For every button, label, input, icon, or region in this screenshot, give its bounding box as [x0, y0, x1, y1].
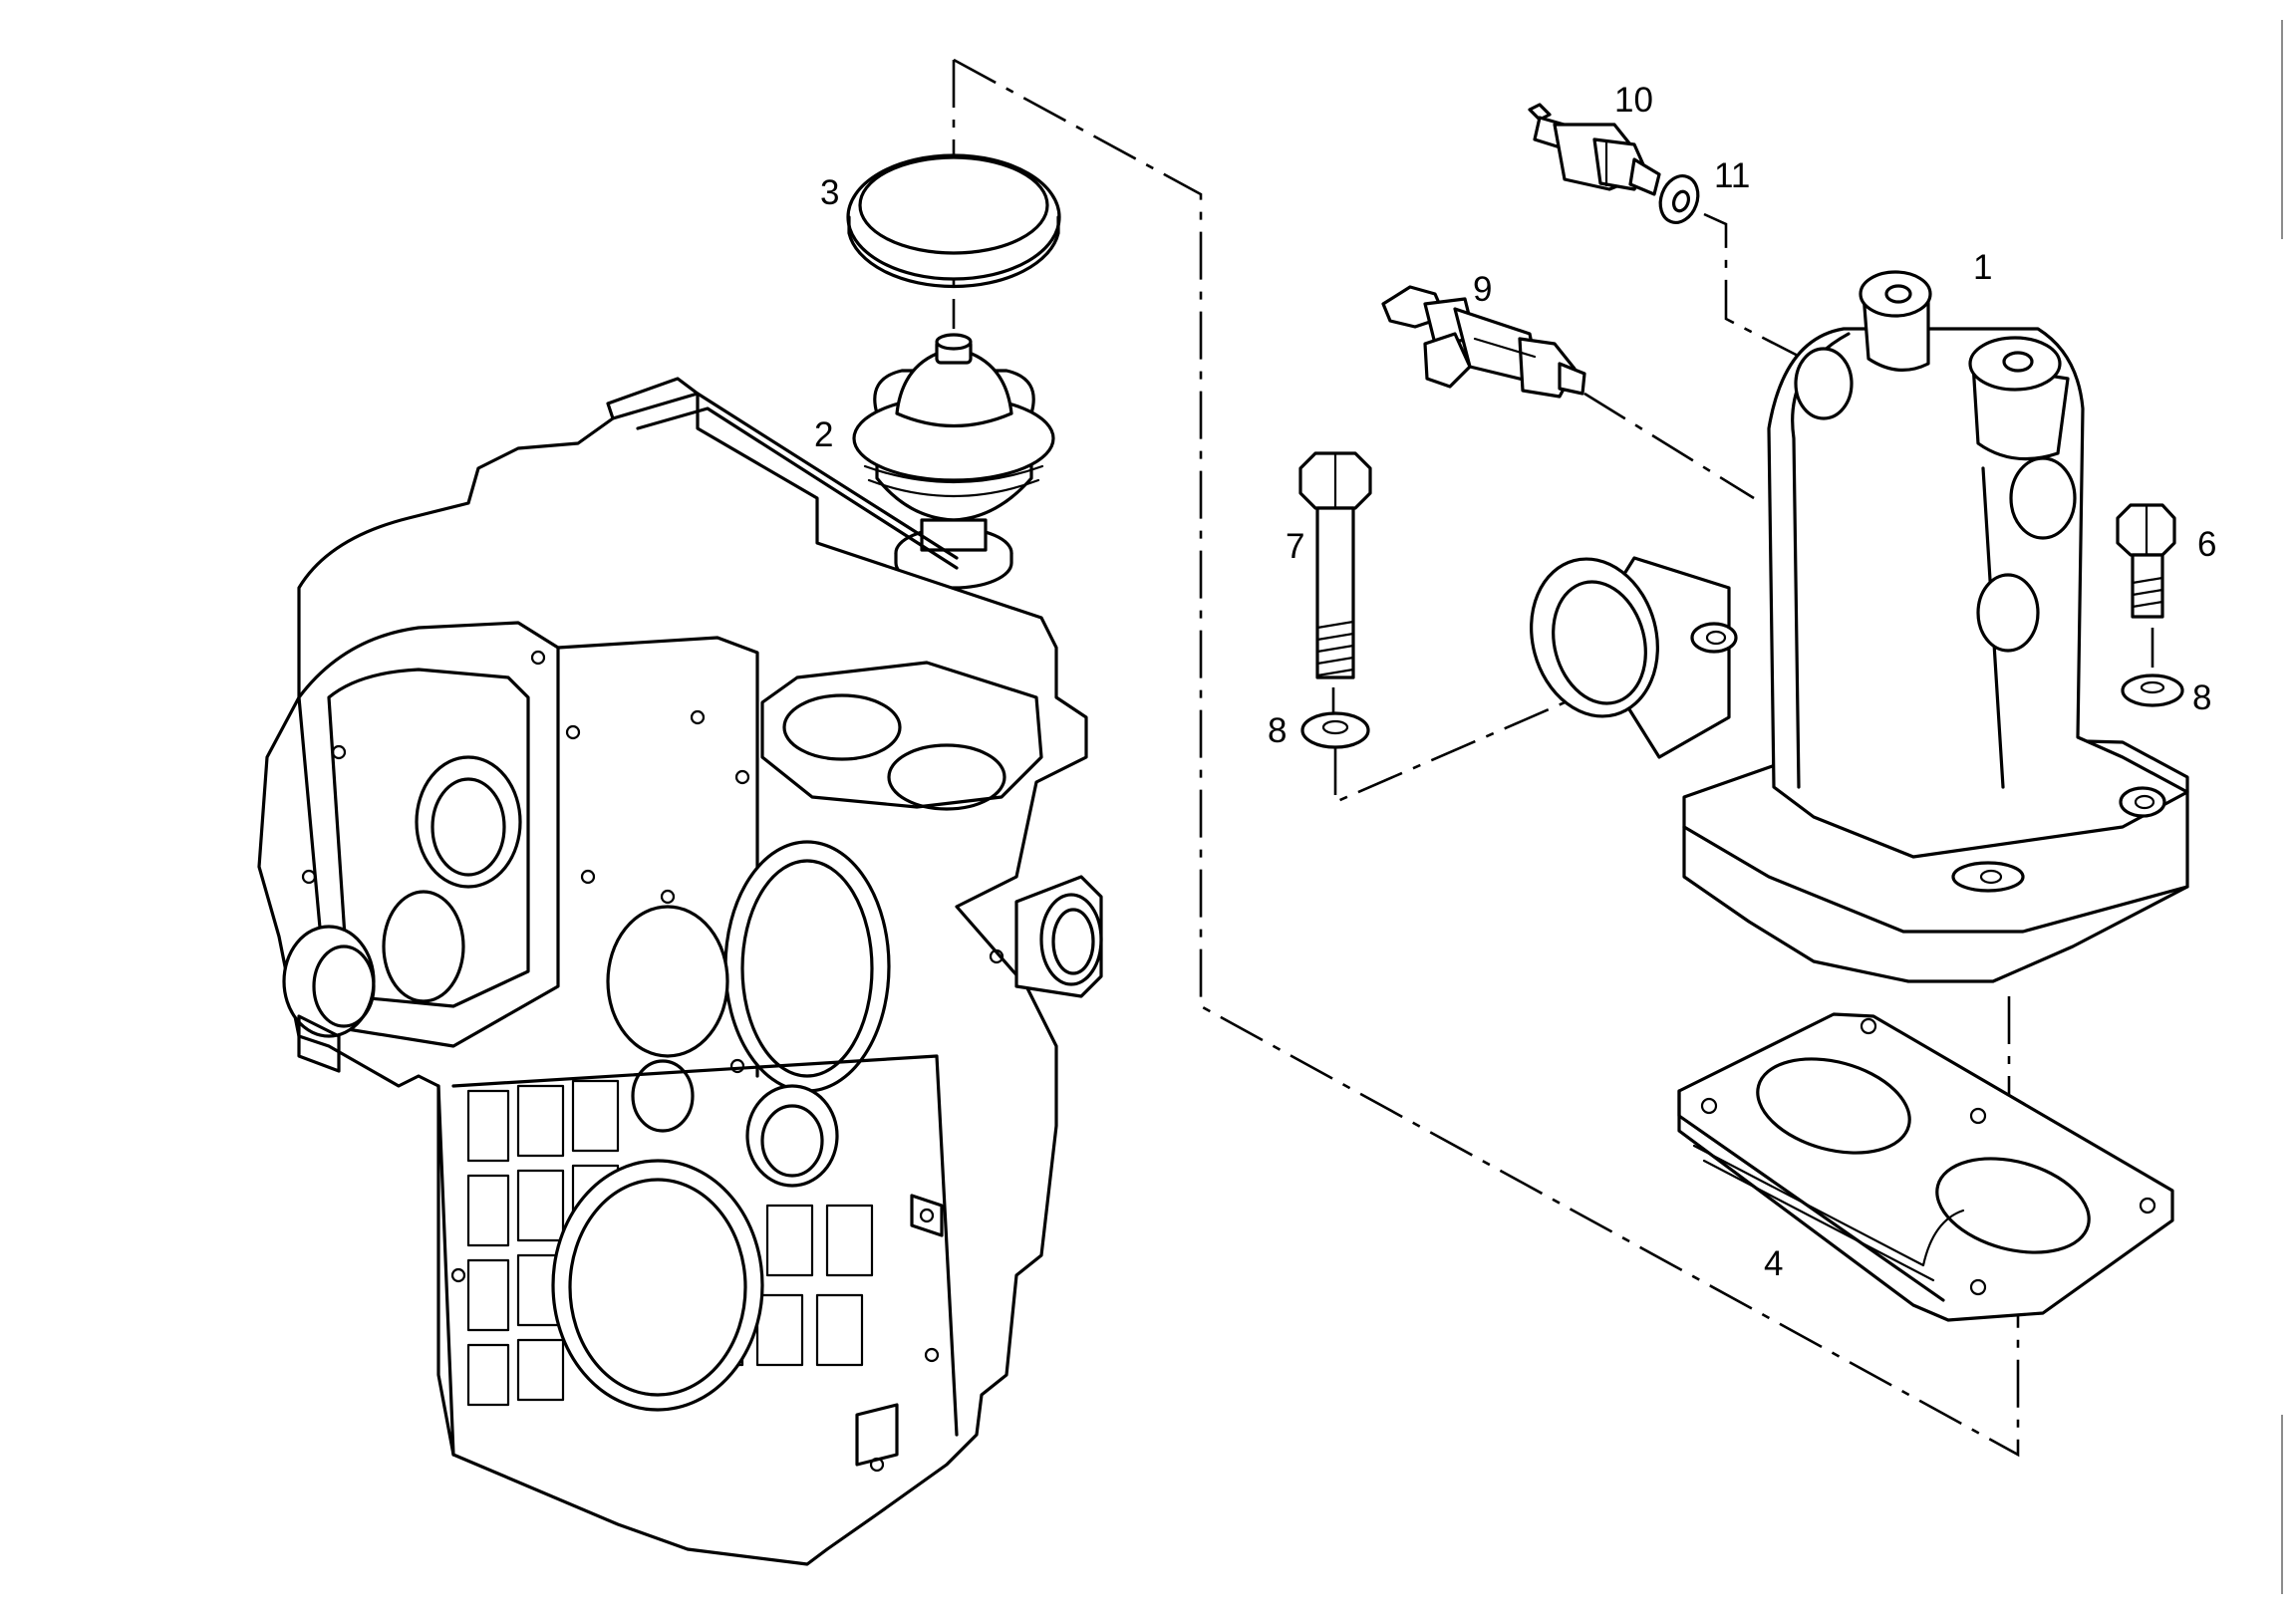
seal-ring-part: [846, 153, 1061, 289]
callout-washer-left: 8: [1268, 711, 1287, 750]
short-screw-part: [2116, 503, 2176, 619]
sealing-ring-part: [1658, 174, 1700, 224]
thermostat-housing-part: [1530, 270, 2189, 983]
callout-seal-ring: 3: [820, 173, 839, 212]
callout-temp-switch: 10: [1614, 81, 1653, 120]
long-screw-part: [1298, 451, 1372, 679]
callout-gasket: 4: [1764, 1244, 1783, 1283]
callout-labels: 1 2 3 4 6 7 8 8 9 10 11: [814, 81, 2216, 1283]
temperature-switch-part: [1528, 103, 1661, 196]
gasket-part: [1677, 1012, 2174, 1322]
callout-washer-right: 8: [2192, 678, 2211, 717]
callout-long-screw: 7: [1286, 527, 1304, 566]
screw-thread: [1315, 620, 1355, 677]
washer-right-part: [2121, 674, 2184, 707]
callout-short-screw: 6: [2197, 525, 2216, 564]
temperature-sensor-part: [1381, 285, 1586, 399]
gear-case-cover-part: [257, 377, 1103, 1566]
callout-housing: 1: [1973, 248, 1992, 287]
callout-thermostat: 2: [814, 415, 833, 454]
thermostat-part: [852, 333, 1055, 590]
case-bolt-holes: [301, 650, 1004, 1473]
washer-left-part: [1300, 711, 1370, 749]
callout-temp-sensor: 9: [1473, 270, 1492, 309]
callout-sealing-ring: 11: [1714, 156, 1750, 195]
